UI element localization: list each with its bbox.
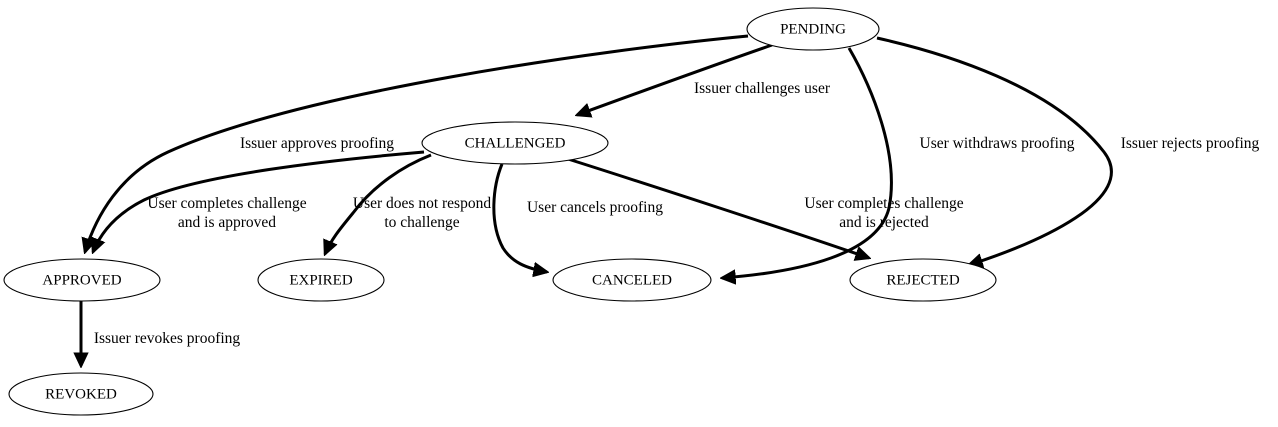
node-revoked[interactable]: REVOKED [8, 372, 154, 416]
edge-label-pending-approved: Issuer approves proofing [240, 135, 394, 152]
edge-challenged-approved [93, 150, 425, 252]
edge-label-pending-challenged: Issuer challenges user [694, 80, 831, 97]
edge-label-pending-rejected: Issuer rejects proofing [1121, 135, 1260, 152]
edge-challenged-rejected [567, 157, 869, 258]
node-challenged[interactable]: CHALLENGED [421, 121, 609, 165]
node-canceled[interactable]: CANCELED [552, 258, 712, 302]
node-revoked-label: REVOKED [45, 386, 117, 402]
edge-label-approved-revoked: Issuer revokes proofing [94, 330, 241, 347]
edge-label-challenged-canceled: User cancels proofing [527, 199, 663, 216]
edge-label-pending-canceled: User withdraws proofing [920, 135, 1075, 152]
node-expired[interactable]: EXPIRED [257, 258, 385, 302]
node-approved[interactable]: APPROVED [3, 258, 161, 302]
node-approved-label: APPROVED [42, 272, 121, 288]
edge-challenged-expired [325, 153, 432, 254]
node-canceled-label: CANCELED [592, 272, 672, 288]
edge-challenged-canceled [492, 163, 547, 272]
node-rejected-label: REJECTED [886, 272, 959, 288]
node-expired-label: EXPIRED [289, 272, 353, 288]
edge-pending-challenged [577, 43, 773, 115]
edge-pending-canceled [722, 47, 893, 278]
node-challenged-label: CHALLENGED [465, 135, 566, 151]
edge-pending-rejected [876, 36, 1113, 265]
edge-pending-approved [85, 34, 749, 252]
node-rejected[interactable]: REJECTED [849, 258, 997, 302]
node-pending[interactable]: PENDING [746, 7, 880, 51]
node-pending-label: PENDING [780, 21, 846, 37]
